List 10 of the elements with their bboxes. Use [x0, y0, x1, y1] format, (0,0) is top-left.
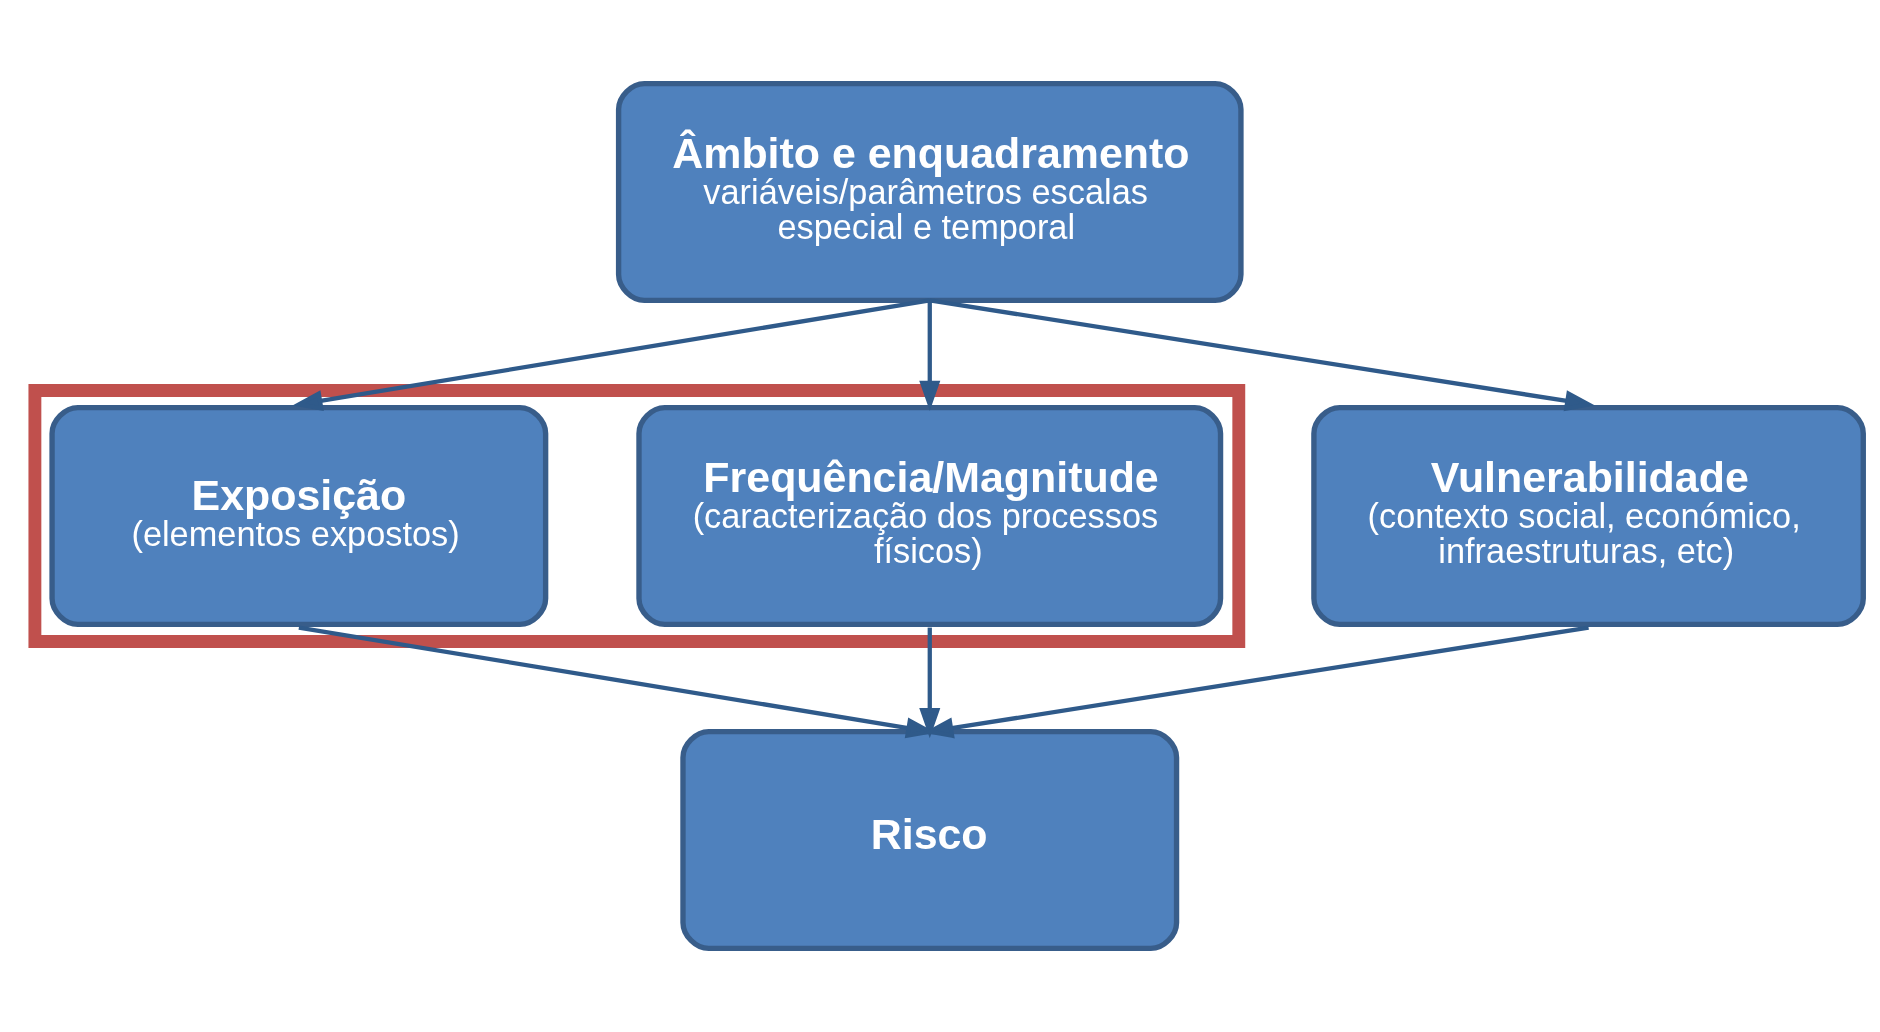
arrow	[918, 627, 940, 739]
node-box: Frequência/Magnitude (caracterização dos processos físicos)	[635, 404, 1223, 628]
node-box: Âmbito e enquadramento variáveis/parâmetros escalas especial e temporal	[615, 80, 1244, 303]
arrow	[918, 300, 940, 411]
cluster	[27, 384, 1245, 648]
node-box: Exposição (elementos expostos)	[48, 404, 548, 628]
node-box: Vulnerabilidade (contexto social, económico, infraestruturas, etc)	[1310, 404, 1866, 628]
arrow	[291, 298, 930, 411]
arrow	[928, 298, 1595, 412]
node-box: Risco	[679, 729, 1179, 952]
